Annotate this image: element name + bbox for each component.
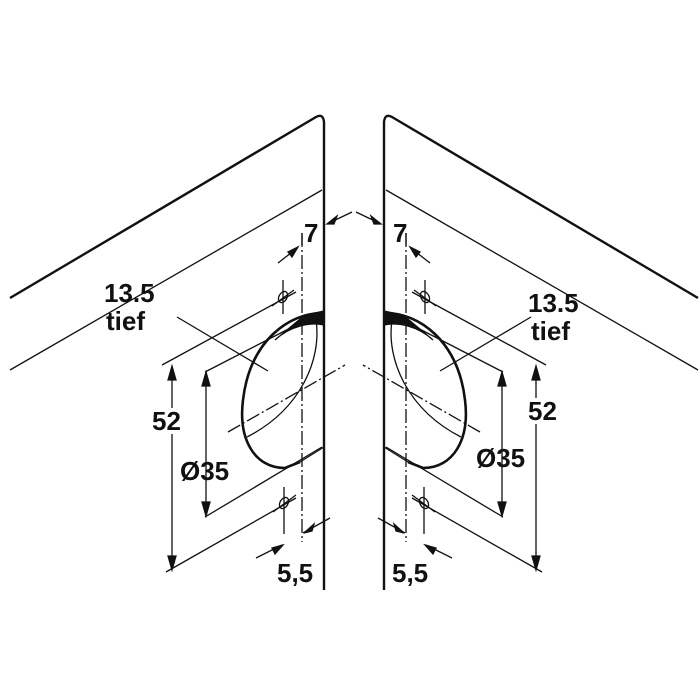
screw-offset-label-left: 5,5 <box>277 558 314 588</box>
screw-offset-label-right: 5,5 <box>392 558 429 588</box>
depth-unit-left: tief <box>106 306 145 336</box>
height-label-left: 52 <box>152 406 181 436</box>
depth-label-right: 13.5 <box>528 288 579 318</box>
height-label-right: 52 <box>528 396 557 426</box>
right-door-drawing <box>354 114 700 592</box>
depth-label-left: 13.5 <box>104 278 155 308</box>
diameter-label-left: Ø35 <box>180 456 230 486</box>
edge-distance-label-right: 7 <box>393 218 408 248</box>
depth-unit-right: tief <box>531 316 570 346</box>
edge-distance-label-left: 7 <box>304 218 319 248</box>
diameter-label-right: Ø35 <box>476 443 526 473</box>
left-door-drawing <box>8 114 354 592</box>
